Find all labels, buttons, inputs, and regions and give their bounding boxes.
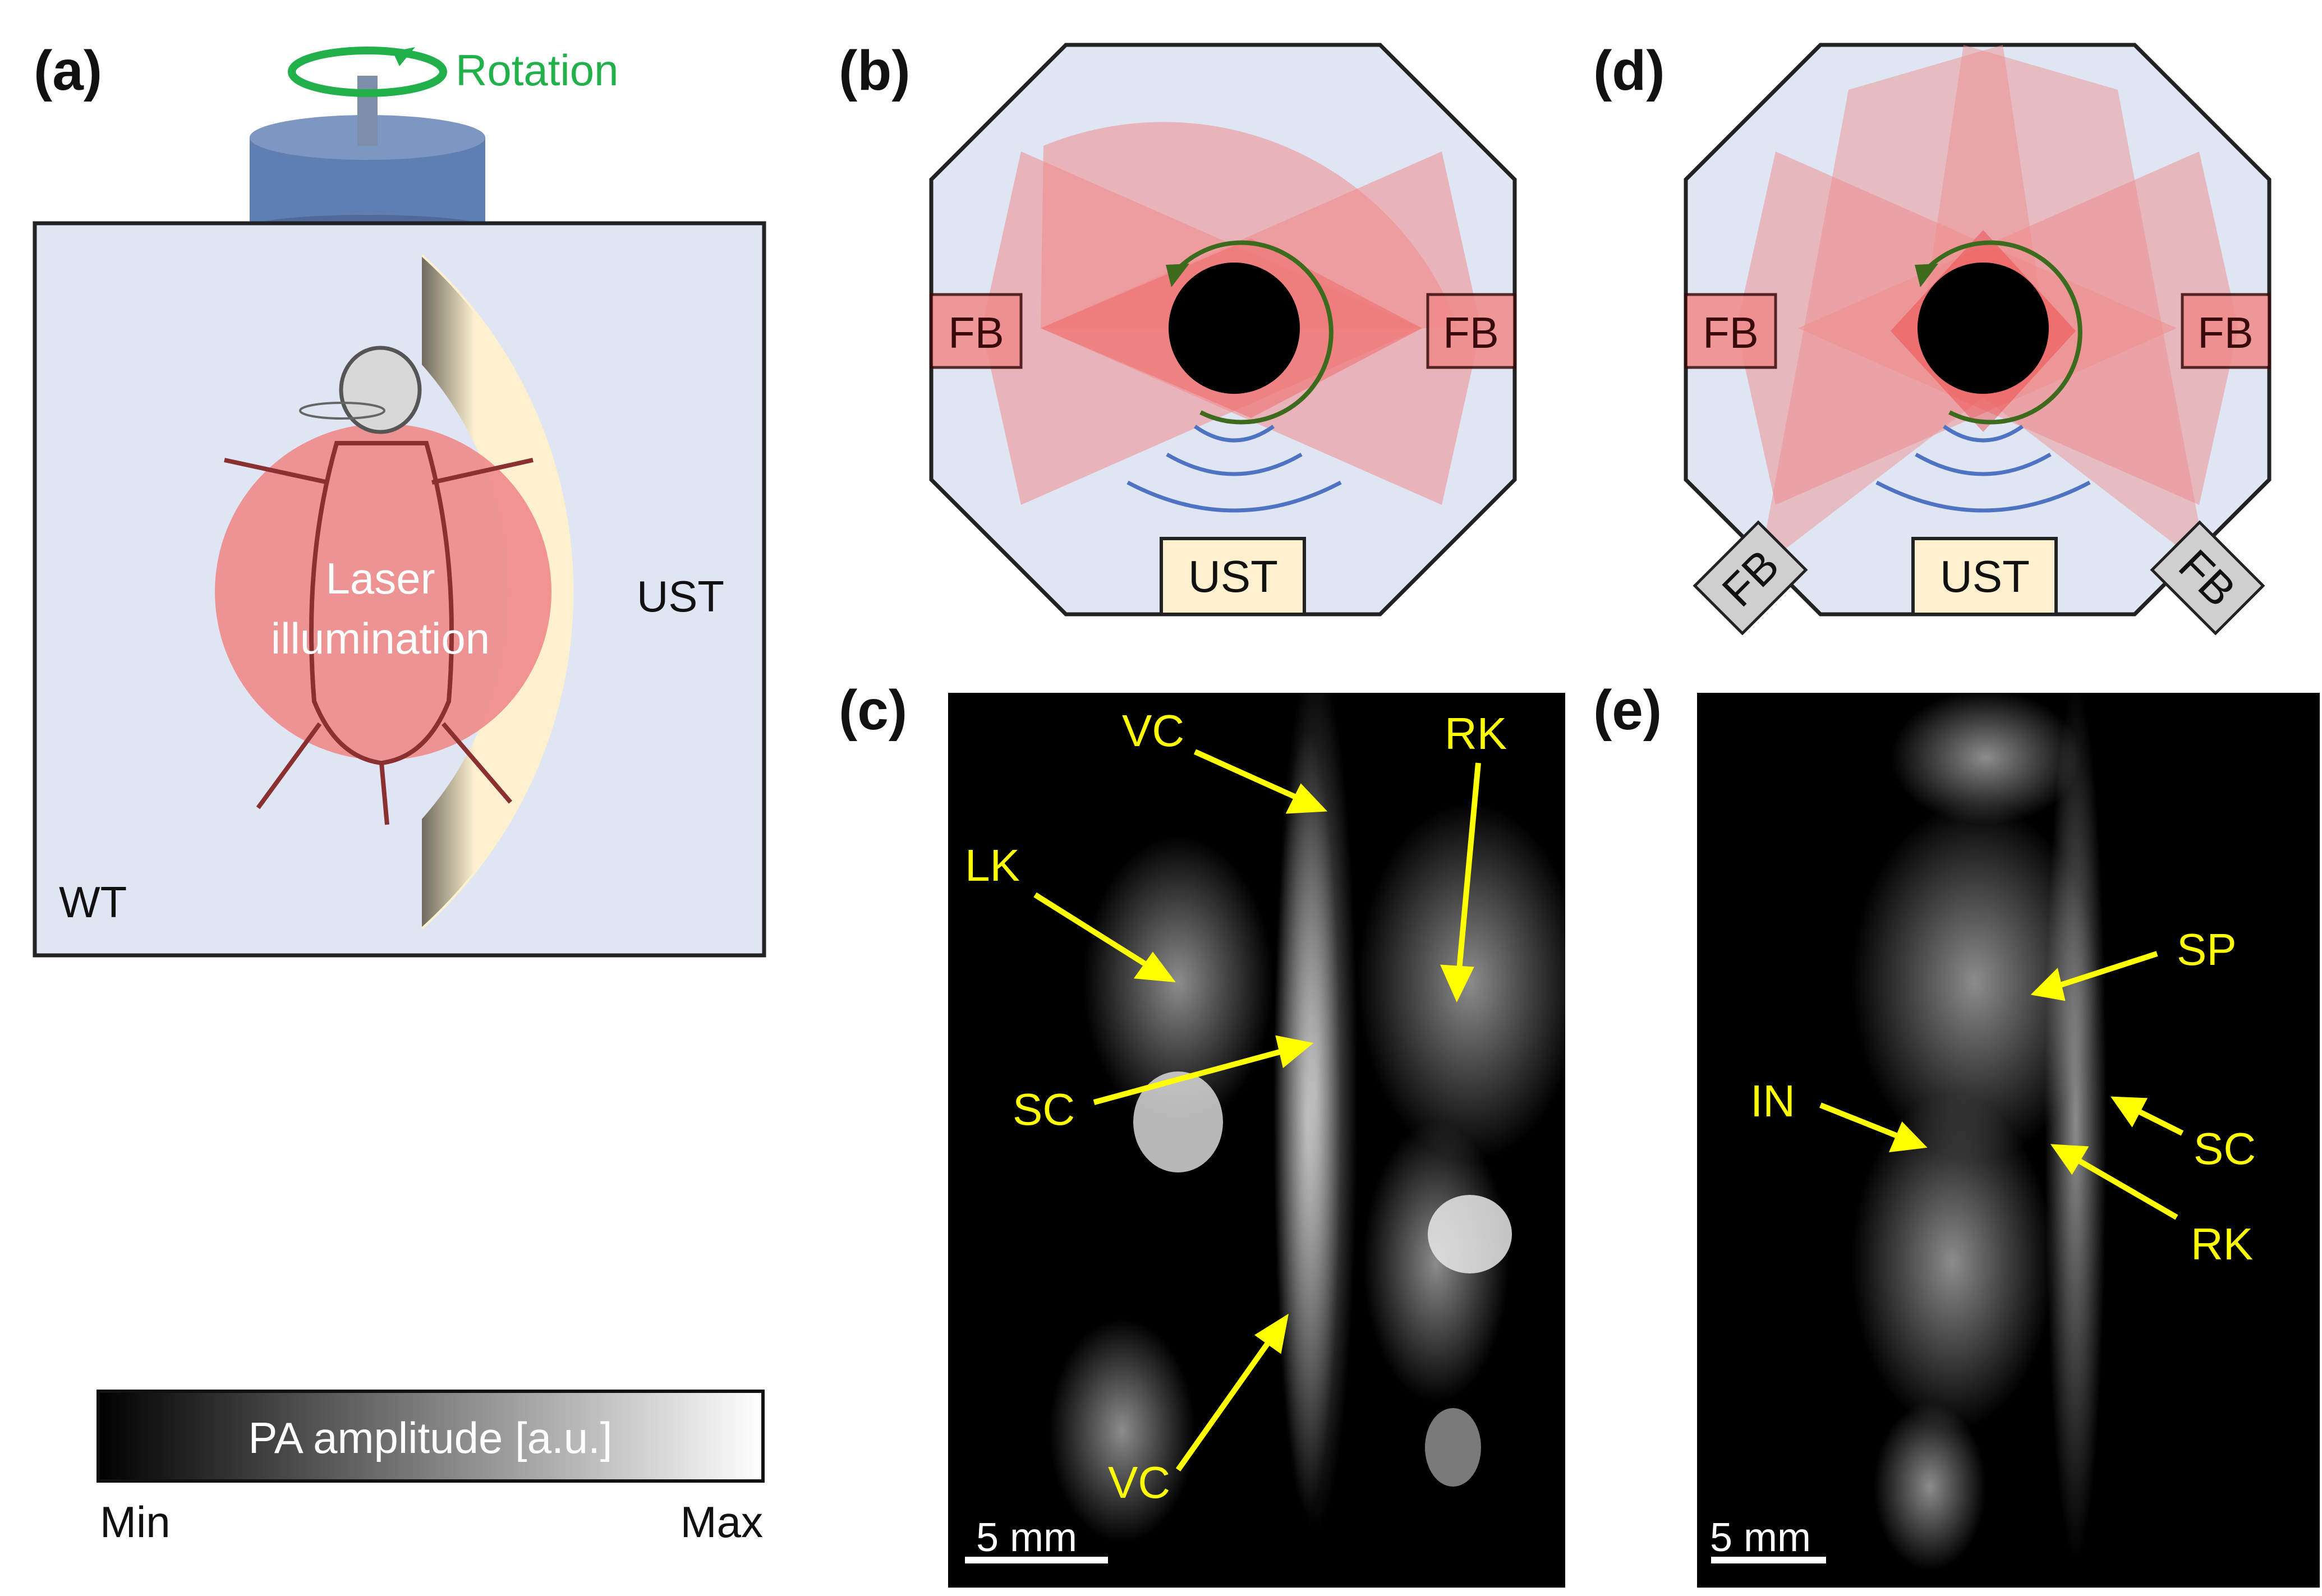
panel-a: (a) Rotation Laser <box>33 39 766 958</box>
laser-label-line1: Laser <box>325 554 435 603</box>
motor-shaft <box>357 76 378 146</box>
ust-box-label: UST <box>1188 551 1278 601</box>
ultrasound-transducer-array <box>422 255 573 928</box>
fiber-bundle-right-label: FB <box>1443 308 1499 357</box>
annotation-vc-top: VC <box>1122 706 1184 756</box>
ust-label: UST <box>637 572 724 621</box>
panel-c: (c) VC RK LK SC VC 5 mm <box>839 679 1565 1588</box>
panel-e-label: (e) <box>1593 679 1662 742</box>
fiber-bundle-left-d <box>1684 293 1777 369</box>
annotation-sp: SP <box>2177 925 2237 974</box>
fiber-bundle-right-d <box>2181 293 2271 369</box>
panel-a-label: (a) <box>34 39 102 102</box>
annotation-arrows-c <box>1033 749 1481 1471</box>
acoustic-waves-icon-d <box>1875 425 2091 513</box>
annotation-rk-e: RK <box>2191 1219 2253 1269</box>
pa-image-coronal-content <box>1049 693 1565 1543</box>
water-tank-label: WT <box>59 877 127 927</box>
sample-object <box>1169 263 1300 394</box>
annotation-sc-e: SC <box>2194 1124 2256 1174</box>
scalebar-c-label: 5 mm <box>976 1515 1077 1560</box>
colorbar: PA amplitude [a.u.] Min Max <box>96 1390 765 1547</box>
rotation-motor <box>250 76 485 240</box>
sample-object-d <box>1918 263 2049 394</box>
panel-e: (e) SP IN SC RK 5 mm <box>1593 679 2320 1588</box>
colorbar-max-label: Max <box>680 1497 763 1547</box>
fiber-bundle-right <box>1426 293 1516 369</box>
panel-d-label: (d) <box>1593 39 1665 102</box>
colorbar-gradient <box>96 1390 765 1483</box>
laser-illumination-spot <box>215 424 551 760</box>
rotation-arrow-icon <box>288 47 447 97</box>
panel-c-label: (c) <box>839 679 907 742</box>
acoustic-waves-icon <box>1126 425 1342 513</box>
mouse-icon <box>224 346 534 825</box>
ust-box <box>1160 537 1306 616</box>
colorbar-title: PA amplitude [a.u.] <box>249 1413 613 1462</box>
scalebar-e-label: 5 mm <box>1710 1515 1811 1560</box>
rotation-arc-icon <box>1170 240 1334 425</box>
ust-box-d <box>1911 537 2058 616</box>
panel-b: (b) FB FB UST <box>839 39 1517 617</box>
colorbar-min-label: Min <box>100 1497 171 1547</box>
fiber-bundle-left <box>930 293 1023 369</box>
panel-d: (d) FB FB FB FB UST <box>1593 39 2272 636</box>
pa-image-sagittal-content <box>1851 693 2107 1571</box>
annotation-sc: SC <box>1013 1084 1075 1134</box>
scalebar-e <box>1711 1557 1826 1563</box>
annotation-arrows-e <box>1819 951 2184 1220</box>
fiber-bundle-left-label: FB <box>948 308 1004 357</box>
annotation-lk: LK <box>965 840 1020 890</box>
scalebar-c <box>965 1557 1108 1563</box>
water-tank <box>33 221 766 958</box>
annotation-in: IN <box>1750 1076 1795 1126</box>
fiber-bundle-right-d-label: FB <box>2197 308 2254 357</box>
ust-box-d-label: UST <box>1940 551 2030 601</box>
annotation-vc-bottom: VC <box>1108 1457 1170 1507</box>
rotation-label: Rotation <box>456 45 619 95</box>
annotation-rk: RK <box>1445 709 1507 758</box>
panel-b-label: (b) <box>839 39 911 102</box>
rotation-arc-icon-d <box>1919 240 2082 425</box>
laser-label-line2: illumination <box>271 614 490 663</box>
fiber-bundle-left-d-label: FB <box>1703 308 1759 357</box>
